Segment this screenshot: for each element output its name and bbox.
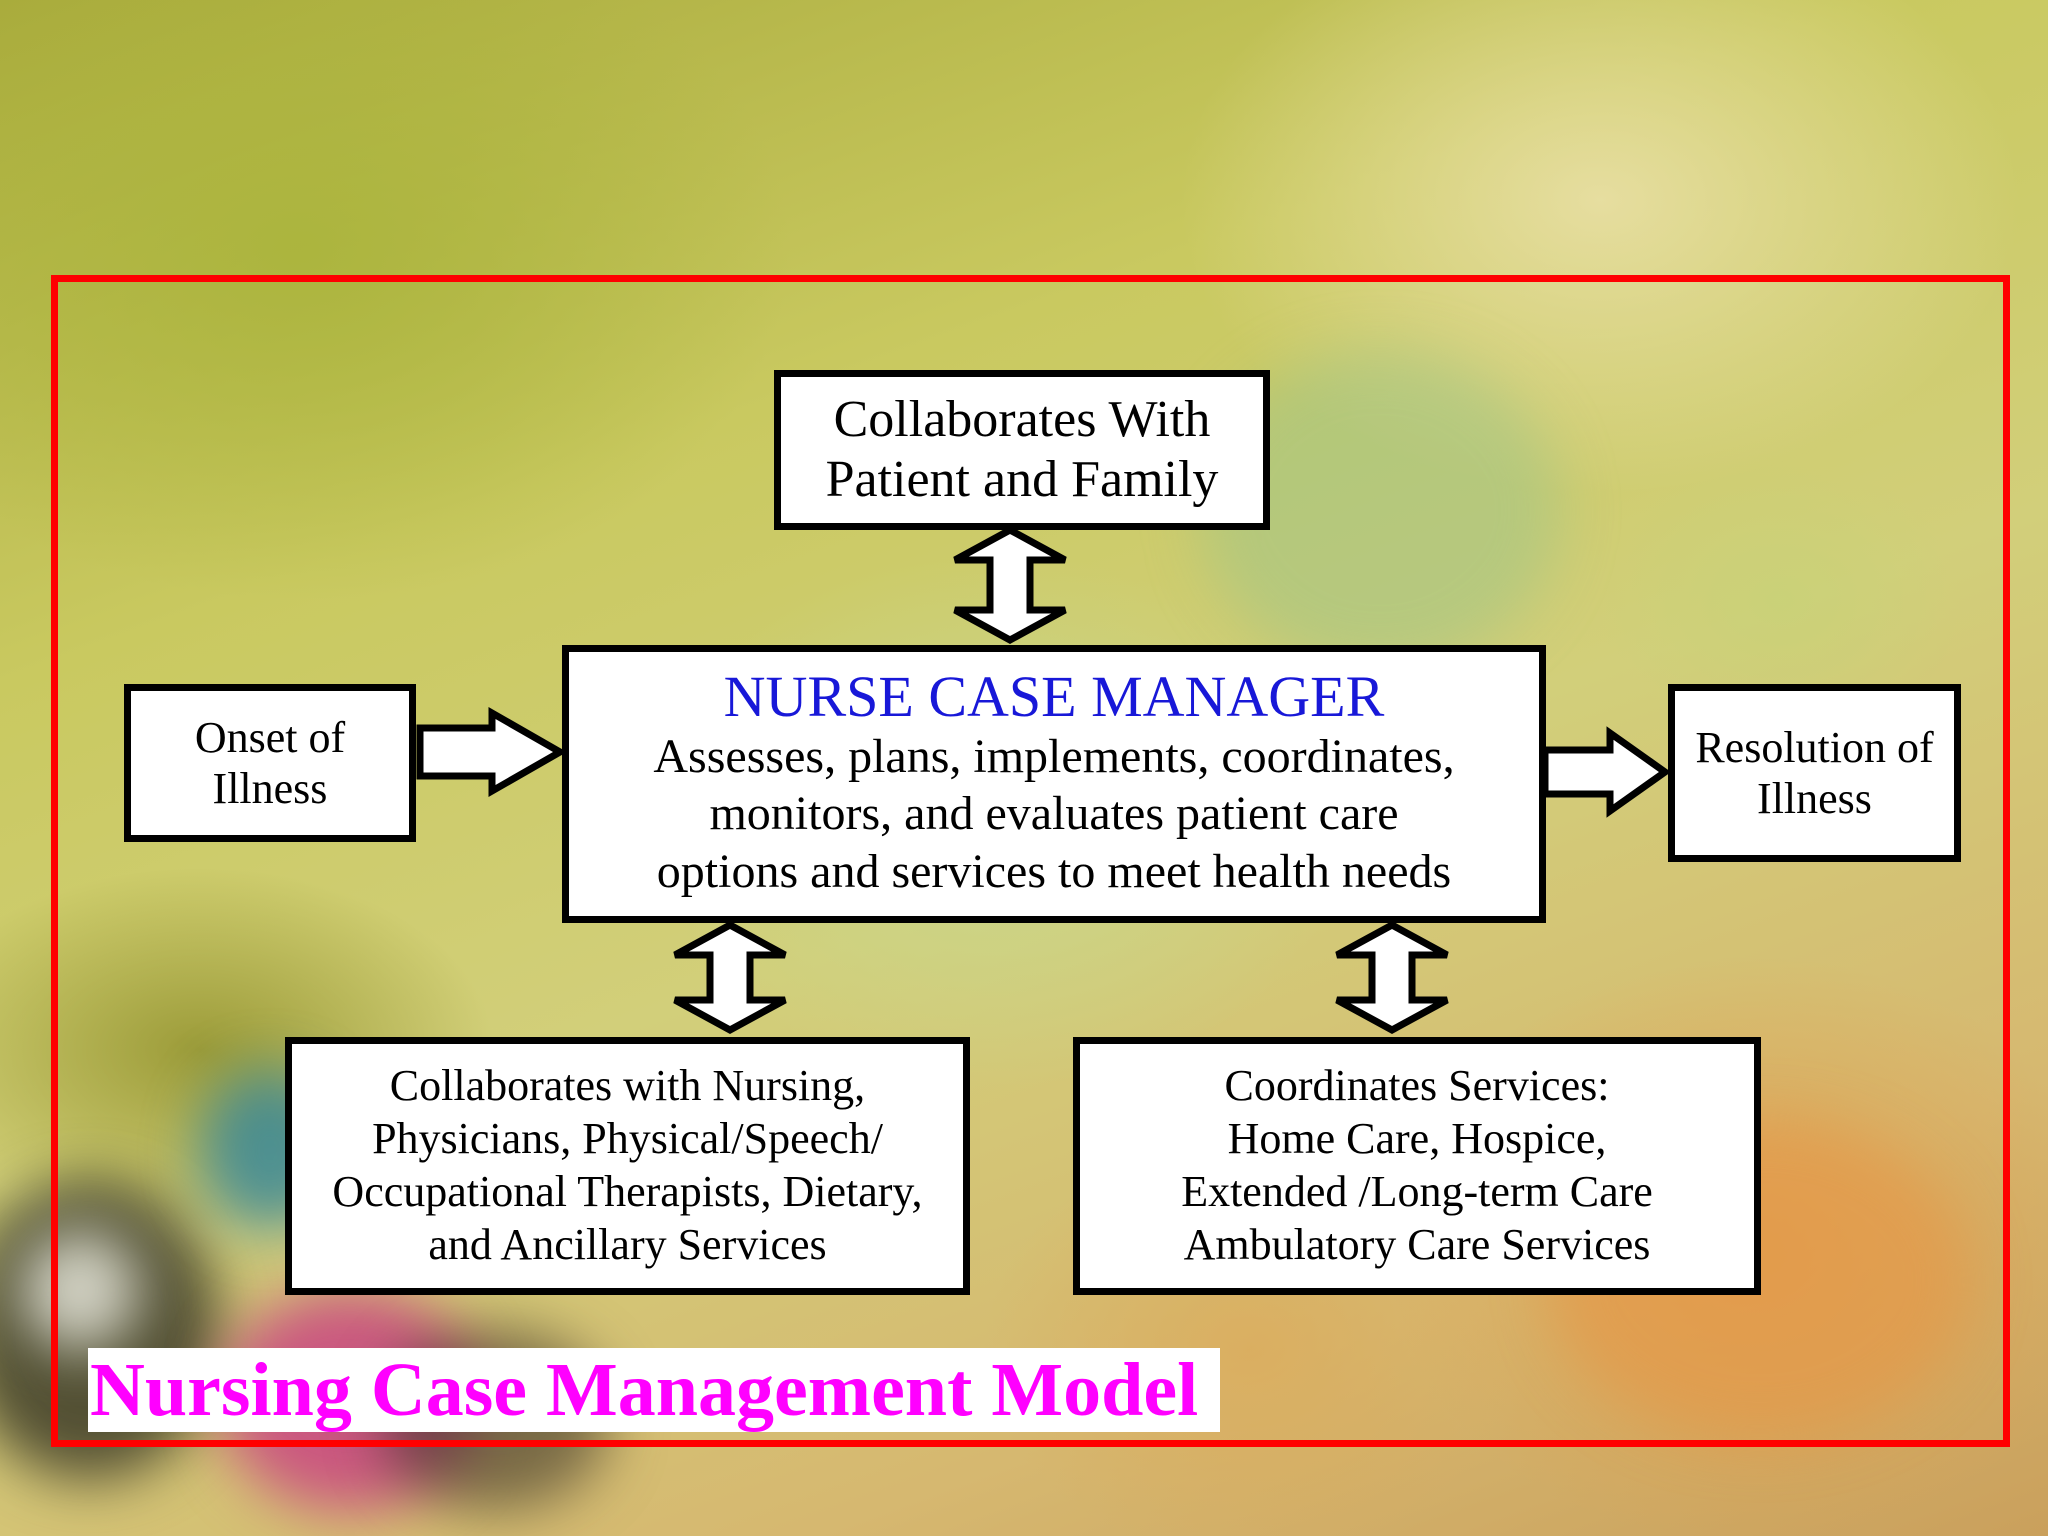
nurse-case-manager-box: NURSE CASE MANAGER Assesses, plans, impl… <box>562 645 1546 923</box>
box-text-line: Physicians, Physical/Speech/ <box>372 1114 883 1164</box>
box-text-line: and Ancillary Services <box>428 1219 827 1269</box>
box-text-line: Assesses, plans, implements, coordinates… <box>653 729 1455 783</box>
box-text-line: Coordinates Services: <box>1224 1061 1610 1111</box>
box-text-line: monitors, and evaluates patient care <box>709 787 1399 841</box>
box-text-line: Onset of <box>194 712 346 762</box>
box-text-line: Collaborates with Nursing, <box>389 1061 866 1111</box>
box-text-line: Extended /Long-term Care <box>1181 1167 1653 1216</box>
box-text-line: Occupational Therapists, Dietary, <box>332 1167 923 1216</box>
right-arrow-icon <box>416 706 568 798</box>
box-text-line: Illness <box>1757 774 1872 823</box>
coordinates-services-box: Coordinates Services: Home Care, Hospice… <box>1073 1037 1761 1295</box>
resolution-of-illness-box: Resolution of Illness <box>1668 684 1961 862</box>
box-text-line: Collaborates With <box>833 391 1211 449</box>
onset-of-illness-box: Onset of Illness <box>124 684 416 842</box>
box-text-line: Resolution of <box>1695 722 1934 772</box>
collaborates-with-nursing-box: Collaborates with Nursing, Physicians, P… <box>285 1037 970 1295</box>
box-text-line: Illness <box>212 764 328 813</box>
right-arrow-icon <box>1541 726 1672 818</box>
box-text-line: options and services to meet health need… <box>656 844 1452 898</box>
nurse-case-manager-title: NURSE CASE MANAGER <box>723 663 1385 729</box>
double-headed-vertical-arrow-icon <box>1335 921 1449 1034</box>
box-text-line: Home Care, Hospice, <box>1227 1114 1607 1164</box>
box-text-line: Ambulatory Care Services <box>1183 1219 1651 1269</box>
box-text-line: Patient and Family <box>825 451 1219 508</box>
double-headed-vertical-arrow-icon <box>953 526 1067 644</box>
background-blob <box>20 1230 140 1350</box>
diagram-caption: Nursing Case Management Model <box>88 1348 1221 1432</box>
collaborates-with-patient-family-box: Collaborates With Patient and Family <box>774 370 1270 530</box>
double-headed-vertical-arrow-icon <box>673 921 787 1034</box>
diagram-frame <box>51 275 2010 1447</box>
